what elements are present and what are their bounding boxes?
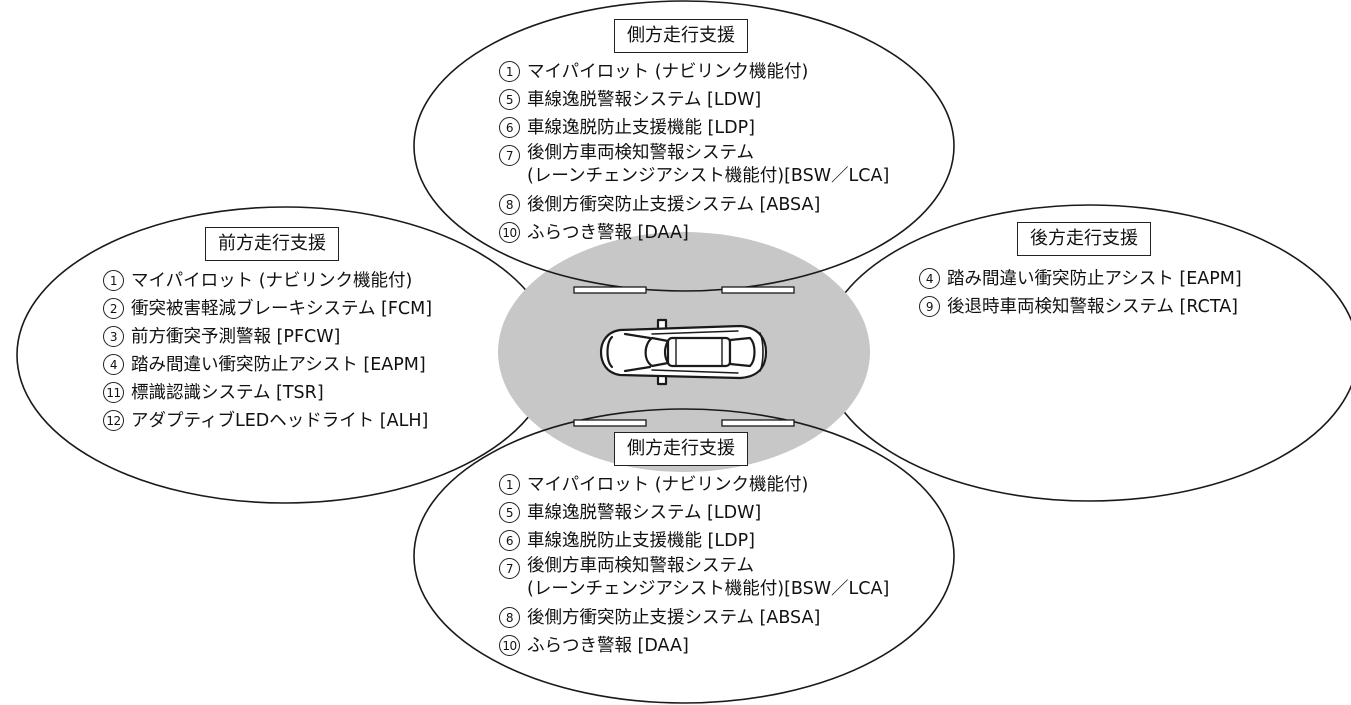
list-item: 1 マイパイロット (ナビリンク機能付) [499,58,889,86]
item-number-badge: 1 [103,270,124,291]
list-item: 10 ふらつき警報 [DAA] [499,632,889,660]
item-number-badge: 3 [103,326,124,347]
item-number-badge: 7 [499,145,520,166]
list-item: 7 後側方車両検知警報システム (レーンチェンジアシスト機能付)[BSW／LCA] [499,142,889,188]
item-number-badge: 8 [499,607,520,628]
front-feature-list: 1 マイパイロット (ナビリンク機能付) 2 衝突被害軽減ブレーキシステム [FCM… [103,267,432,435]
item-label: 後退時車両検知警報システム [RCTA] [947,297,1239,317]
item-number-badge: 12 [103,410,124,431]
list-item: 1 マイパイロット (ナビリンク機能付) [103,267,432,295]
lane-mark [573,286,647,294]
item-label: マイパイロット (ナビリンク機能付) [131,271,413,291]
list-item: 2 衝突被害軽減ブレーキシステム [FCM] [103,295,432,323]
item-number-badge: 10 [499,635,520,656]
item-number-badge: 1 [499,61,520,82]
item-number-badge: 10 [499,222,520,243]
item-label: アダプティブLEDヘッドライト [ALH] [131,411,429,431]
item-number-badge: 6 [499,530,520,551]
item-number-badge: 7 [499,558,520,579]
item-label: 後側方車両検知警報システム (レーンチェンジアシスト機能付)[BSW／LCA] [527,556,890,599]
rear-zone-title: 後方走行支援 [1017,222,1151,256]
item-label: ふらつき警報 [DAA] [527,636,689,656]
list-item: 7 後側方車両検知警報システム (レーンチェンジアシスト機能付)[BSW／LCA] [499,555,889,601]
item-label: 車線逸脱防止支援機能 [LDP] [527,118,755,138]
item-label: 車線逸脱警報システム [LDW] [527,90,762,110]
list-item: 10 ふらつき警報 [DAA] [499,219,889,247]
item-label: 車線逸脱防止支援機能 [LDP] [527,531,755,551]
lane-mark [573,419,647,427]
rear-feature-list: 4 踏み間違い衝突防止アシスト [EAPM] 9 後退時車両検知警報システム [RC… [919,265,1242,321]
lane-markings [573,286,795,427]
item-label: マイパイロット (ナビリンク機能付) [527,62,809,82]
item-number-badge: 1 [499,474,520,495]
item-number-badge: 9 [919,296,940,317]
side-top-zone-title: 側方走行支援 [614,19,748,53]
item-number-badge: 4 [919,268,940,289]
item-label: 車線逸脱警報システム [LDW] [527,503,762,523]
side-bottom-zone-title: 側方走行支援 [614,432,748,466]
list-item: 1 マイパイロット (ナビリンク機能付) [499,471,889,499]
lane-mark [721,419,795,427]
list-item: 5 車線逸脱警報システム [LDW] [499,499,889,527]
side-bottom-zone-ellipse [413,408,955,704]
list-item: 6 車線逸脱防止支援機能 [LDP] [499,114,889,142]
list-item: 8 後側方衝突防止支援システム [ABSA] [499,191,889,219]
car-top-view-icon [599,318,768,386]
item-number-badge: 4 [103,354,124,375]
item-number-badge: 5 [499,89,520,110]
item-label: 後側方衝突防止支援システム [ABSA] [527,608,821,628]
item-number-badge: 2 [103,298,124,319]
item-number-badge: 8 [499,194,520,215]
item-label: 踏み間違い衝突防止アシスト [EAPM] [947,269,1242,289]
item-label: 後側方車両検知警報システム (レーンチェンジアシスト機能付)[BSW／LCA] [527,143,890,186]
item-number-badge: 11 [103,382,124,403]
list-item: 4 踏み間違い衝突防止アシスト [EAPM] [919,265,1242,293]
item-label: 踏み間違い衝突防止アシスト [EAPM] [131,355,426,375]
item-number-badge: 6 [499,117,520,138]
list-item: 8 後側方衝突防止支援システム [ABSA] [499,604,889,632]
list-item: 11 標識認識システム [TSR] [103,379,432,407]
list-item: 3 前方衝突予測警報 [PFCW] [103,323,432,351]
item-label: 標識認識システム [TSR] [131,383,324,403]
item-number-badge: 5 [499,502,520,523]
list-item: 4 踏み間違い衝突防止アシスト [EAPM] [103,351,432,379]
item-label: マイパイロット (ナビリンク機能付) [527,475,809,495]
item-label: 前方衝突予測警報 [PFCW] [131,327,341,347]
list-item: 9 後退時車両検知警報システム [RCTA] [919,293,1242,321]
front-zone-title: 前方走行支援 [205,227,339,261]
side-top-zone-ellipse [413,0,955,292]
item-label: ふらつき警報 [DAA] [527,223,689,243]
item-label: 衝突被害軽減ブレーキシステム [FCM] [131,299,433,319]
item-label: 後側方衝突防止支援システム [ABSA] [527,195,821,215]
list-item: 5 車線逸脱警報システム [LDW] [499,86,889,114]
lane-mark [721,286,795,294]
list-item: 12 アダプティブLEDヘッドライト [ALH] [103,407,432,435]
list-item: 6 車線逸脱防止支援機能 [LDP] [499,527,889,555]
